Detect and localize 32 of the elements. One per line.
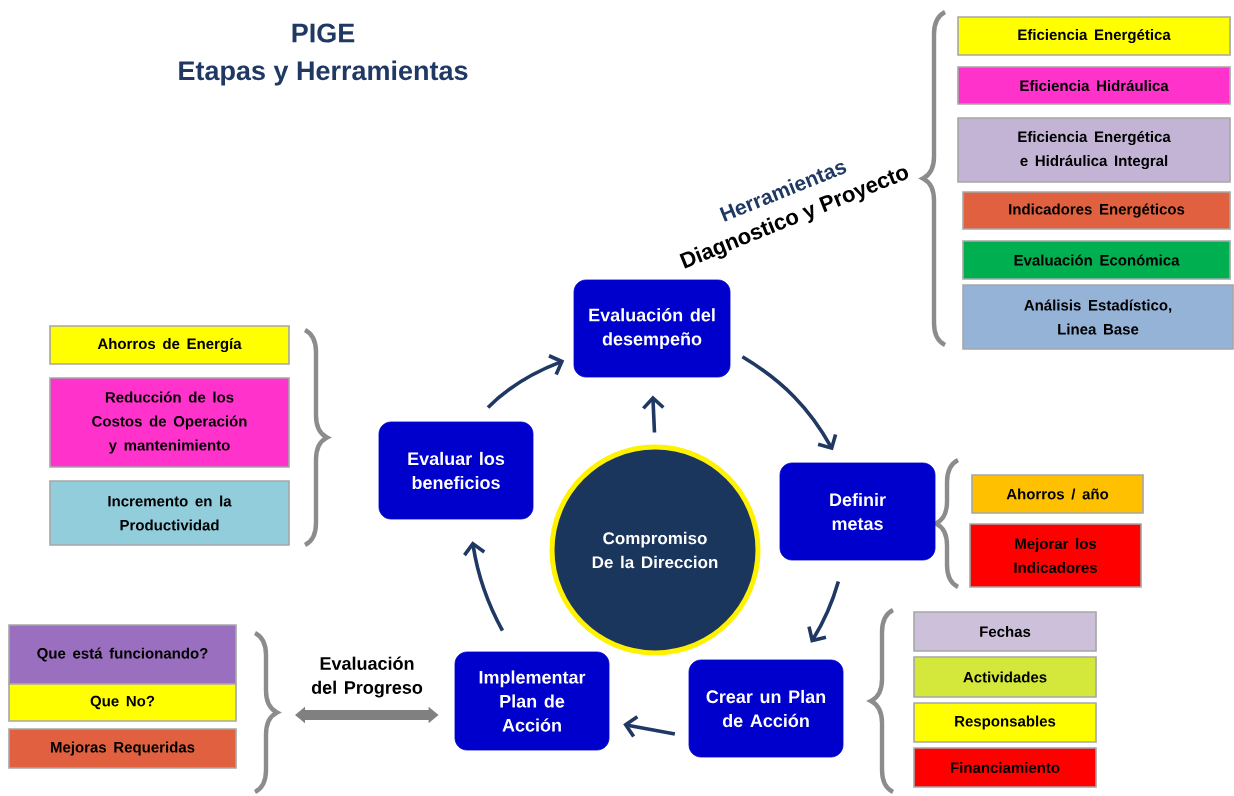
arrow bbox=[807, 581, 841, 643]
item-box: Financiamiento bbox=[913, 747, 1097, 788]
item-box: Indicadores Energéticos bbox=[962, 191, 1231, 230]
item-box: Responsables bbox=[913, 702, 1097, 743]
process-box: Crear un Plan de Acción bbox=[688, 659, 844, 758]
item-box: Eficiencia Energética bbox=[957, 16, 1231, 56]
item-box: Ahorros / año bbox=[971, 474, 1144, 514]
process-box: Evaluar los beneficios bbox=[378, 421, 534, 520]
item-box: Reducción de los Costos de Operación y mantenimiento bbox=[49, 377, 290, 468]
item-box: Fechas bbox=[913, 611, 1097, 652]
title: PIGE bbox=[292, 23, 355, 43]
item-box: Que No? bbox=[8, 683, 237, 722]
item-box: Actividades bbox=[913, 656, 1097, 698]
item-box: Eficiencia Hidráulica bbox=[957, 66, 1231, 105]
item-box: Eficiencia Energética e Hidráulica Integral bbox=[957, 117, 1231, 183]
arrow bbox=[741, 355, 838, 451]
item-box: Ahorros de Energía bbox=[49, 325, 290, 365]
item-box: Mejoras Requeridas bbox=[8, 728, 237, 769]
subtitle: Etapas y Herramientas bbox=[179, 60, 468, 86]
process-box: Evaluación del desempeño bbox=[573, 279, 731, 378]
process-box: Implementar Plan de Acción bbox=[454, 651, 610, 751]
arrow bbox=[486, 354, 565, 409]
arrow bbox=[623, 715, 676, 738]
item-box: Evaluación Económica bbox=[962, 240, 1231, 280]
item-box: Análisis Estadístico, Linea Base bbox=[962, 284, 1234, 350]
arrow bbox=[642, 395, 665, 433]
edge-label: Evaluación del Progreso bbox=[311, 656, 423, 698]
process-box: Definir metas bbox=[779, 462, 936, 561]
item-box: Mejorar los Indicadores bbox=[969, 523, 1142, 588]
arrow bbox=[463, 541, 505, 632]
item-box: Incremento en la Productividad bbox=[49, 480, 290, 546]
item-box: Que está funcionando? bbox=[8, 624, 237, 685]
